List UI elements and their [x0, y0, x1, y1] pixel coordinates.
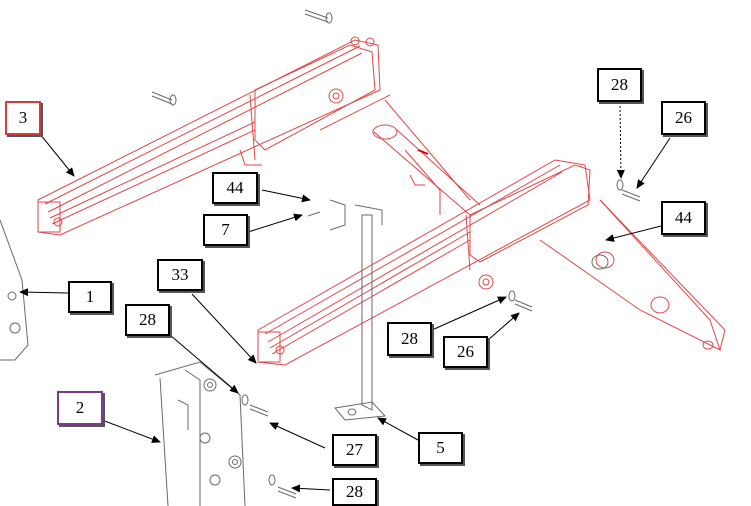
right-arm: [257, 159, 726, 366]
callout-7[interactable]: 7: [203, 214, 248, 246]
leader-33: [191, 293, 257, 364]
callout-26[interactable]: 26: [443, 336, 488, 368]
callout-44-right[interactable]: 44: [661, 201, 706, 235]
callout-1[interactable]: 1: [68, 281, 112, 313]
bolt-bracket-lower: [268, 474, 297, 499]
leader-27: [269, 422, 326, 449]
bolt-bracket-upper: [241, 394, 269, 417]
bolt-left-arm: [151, 91, 177, 106]
bolt-right-top: [616, 179, 641, 202]
leader-26a: [487, 312, 520, 341]
callout-27[interactable]: 27: [332, 434, 377, 466]
leader-44b: [605, 224, 666, 242]
callout-5[interactable]: 5: [418, 432, 463, 464]
leader-2: [101, 419, 161, 443]
callout-28-top[interactable]: 28: [597, 68, 642, 102]
callout-28-bottom[interactable]: 28: [332, 478, 377, 506]
left-arm: [37, 36, 381, 236]
cross-tube: [319, 94, 481, 216]
callout-26-top[interactable]: 26: [661, 101, 706, 135]
leader-3: [39, 133, 75, 177]
callout-33[interactable]: 33: [157, 259, 203, 291]
callout-2[interactable]: 2: [57, 391, 103, 425]
clip-part: [591, 254, 609, 270]
callout-28-right[interactable]: 28: [387, 322, 432, 356]
leader-28a: [169, 334, 239, 394]
leader-44a: [261, 189, 311, 203]
stand-part: [334, 204, 387, 421]
callout-44[interactable]: 44: [212, 172, 258, 204]
bolt-top: [304, 9, 333, 24]
frame-assembly: [37, 36, 726, 366]
leader-7: [247, 213, 303, 233]
leader-lines: [19, 101, 671, 493]
pin-part: [307, 199, 346, 231]
loose-parts: [0, 9, 641, 506]
bolt-right-mid: [508, 290, 533, 312]
leader-5: [377, 417, 419, 441]
leader-28d: [616, 101, 625, 179]
callout-28[interactable]: 28: [125, 304, 170, 336]
mount-bracket-2: [154, 361, 246, 506]
leader-28b: [291, 484, 331, 493]
leader-26b: [636, 137, 671, 189]
leader-1: [19, 288, 69, 297]
mount-plate-1: [0, 219, 29, 361]
leader-28c: [431, 296, 507, 331]
callout-3[interactable]: 3: [5, 101, 41, 135]
